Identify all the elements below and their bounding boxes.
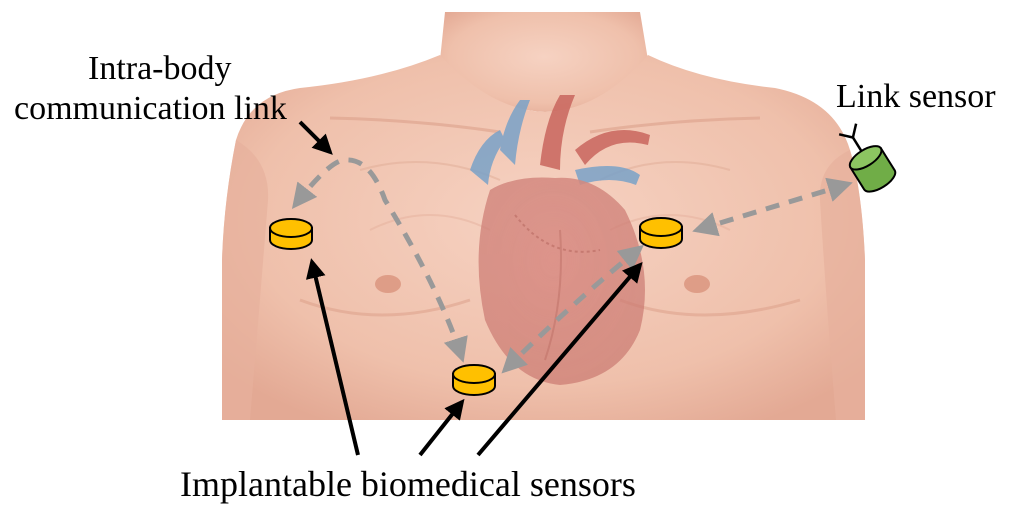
link-sensor-label: Link sensor (836, 78, 996, 115)
intra-body-label-line1: Intra-body (88, 50, 232, 87)
pointer-arrow-sensor-right (476, 261, 643, 457)
pointer-arrow-sensor-bottom (418, 398, 465, 457)
pointer-arrow-sensor-left (305, 258, 360, 456)
implantable-sensors-label: Implantable biomedical sensors (180, 464, 636, 504)
communication-links (291, 157, 853, 374)
implant-sensor-bottom (452, 364, 496, 396)
pointer-arrow-intra-body (298, 120, 333, 155)
link-curve-left (291, 157, 468, 363)
implant-sensor-left (269, 218, 313, 250)
heart-illustration (470, 95, 650, 385)
link-right-to-link-sensor (692, 177, 853, 237)
pointer-arrows (298, 120, 643, 457)
link-sensor-device (838, 123, 897, 193)
intra-body-label-line2: communication link (14, 90, 287, 127)
implant-sensor-right (639, 217, 683, 249)
